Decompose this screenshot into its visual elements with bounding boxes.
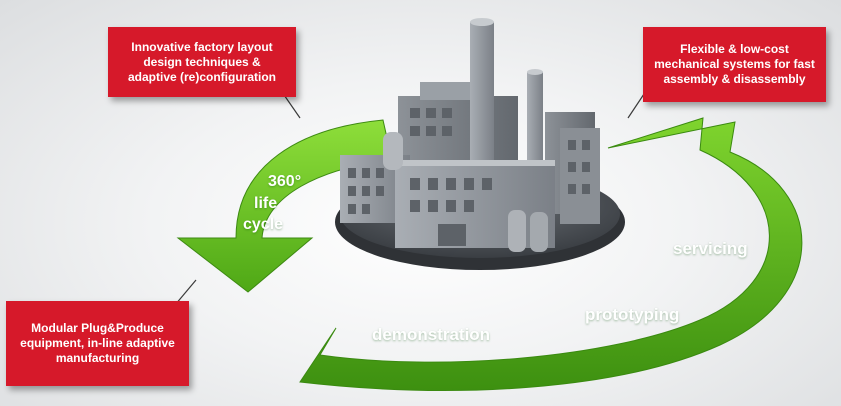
label-cycle: cycle	[243, 216, 284, 233]
tank-left	[383, 132, 403, 170]
label-servicing: servicing	[673, 239, 748, 258]
label-prototyping: prototyping	[585, 305, 680, 324]
callout-plug-produce-text: Modular Plug&Produce equipment, in-line …	[20, 321, 175, 365]
chimney-short	[527, 72, 543, 167]
callout-pointer-bottom-left	[174, 279, 197, 306]
callout-plug-produce: Modular Plug&Produce equipment, in-line …	[6, 301, 189, 386]
chimney-tall	[470, 22, 494, 162]
label-demonstration: demonstration	[372, 325, 491, 344]
tank-front-2	[530, 212, 548, 252]
callout-mechanical-systems-text: Flexible & low-cost mechanical systems f…	[654, 42, 815, 86]
callout-factory-layout: Innovative factory layout design techniq…	[108, 27, 296, 97]
cycle-arrow-upper	[176, 119, 393, 293]
callout-factory-layout-text: Innovative factory layout design techniq…	[127, 39, 276, 84]
label-360: 360°	[268, 173, 302, 190]
label-life: life	[254, 195, 278, 212]
callout-mechanical-systems: Flexible & low-cost mechanical systems f…	[643, 27, 826, 102]
factory-illustration	[340, 18, 600, 252]
cycle-arrow-lower	[299, 117, 803, 391]
tank-front-1	[508, 210, 526, 252]
